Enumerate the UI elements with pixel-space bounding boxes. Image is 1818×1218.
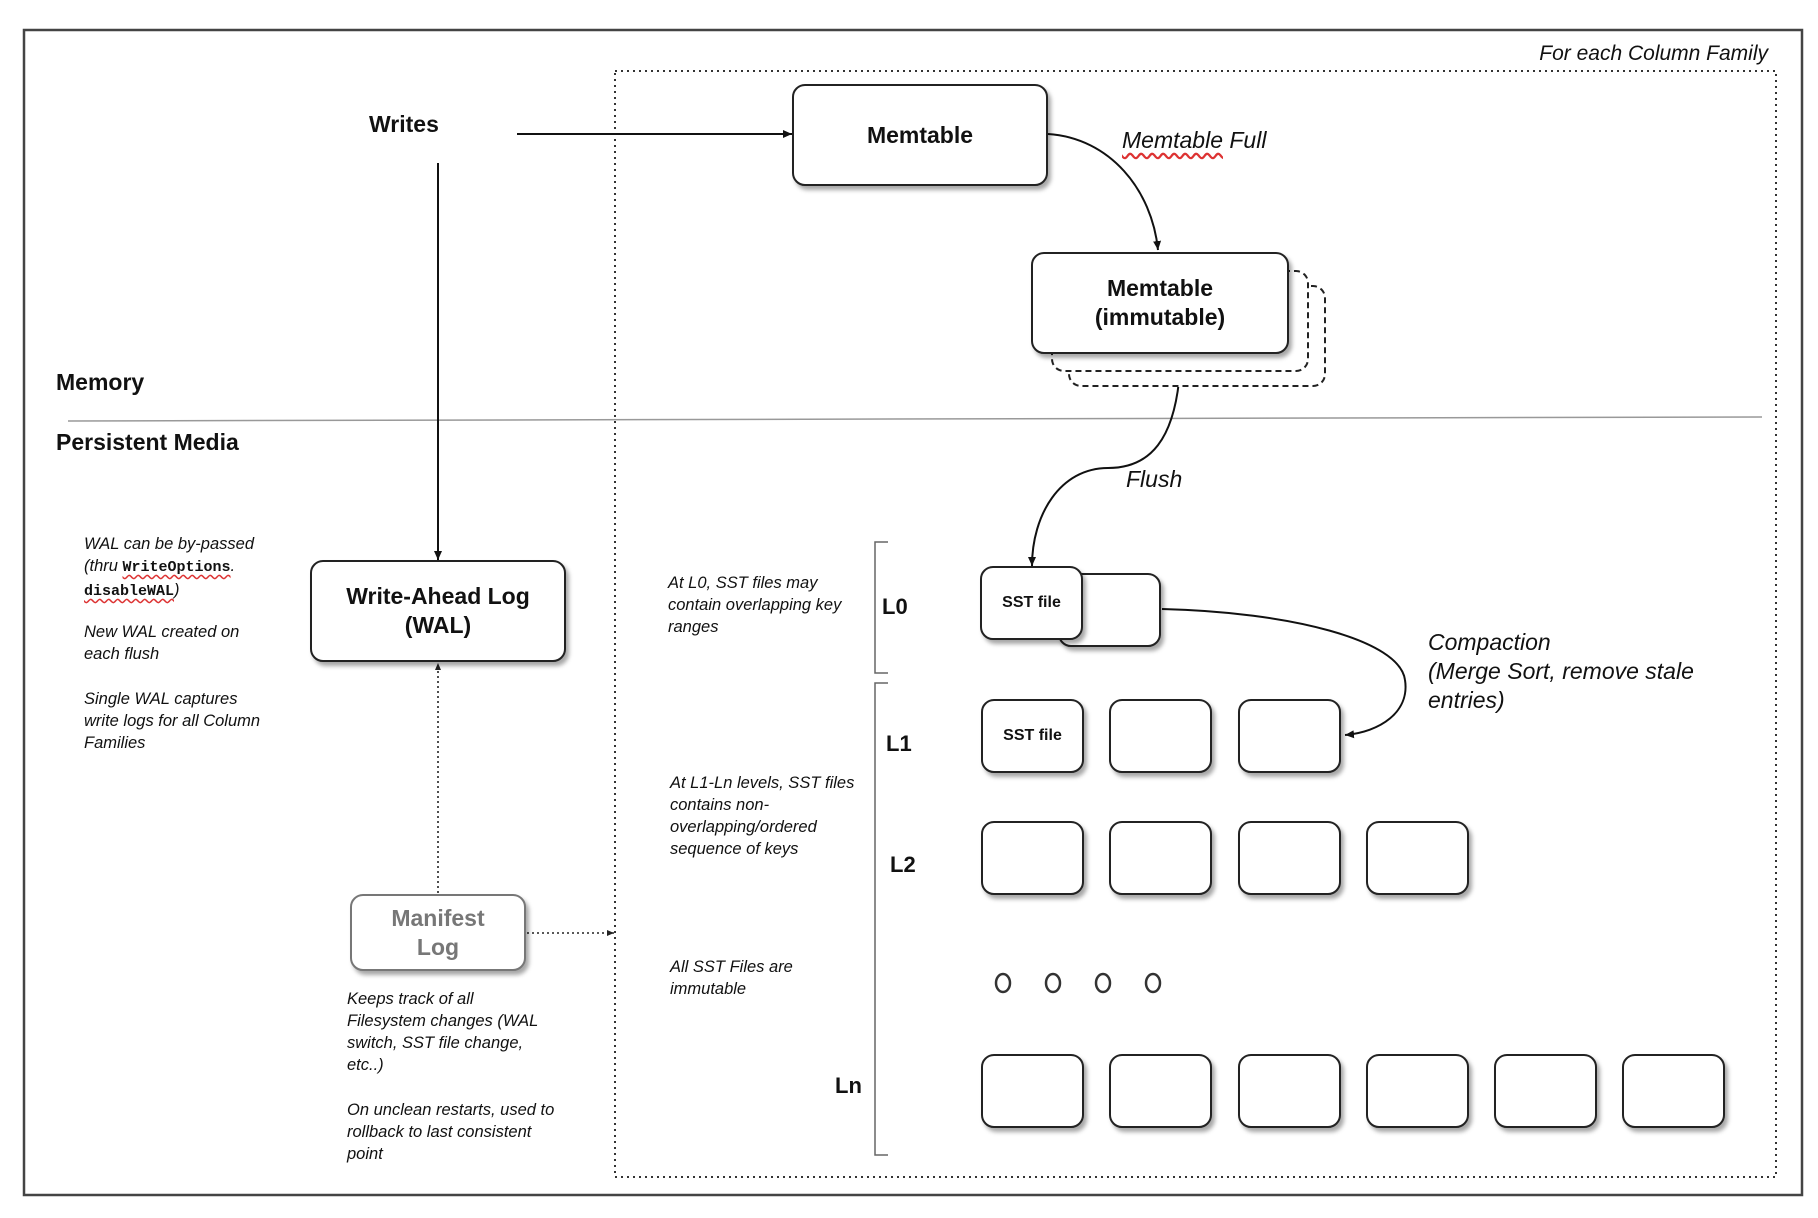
note-wal-single-line3: Families — [84, 734, 146, 752]
bracket-l0 — [874, 541, 888, 674]
note-manifest-restart-line3: point — [347, 1145, 383, 1163]
wal-box: Write-Ahead Log (WAL) — [310, 560, 566, 662]
memtable-box: Memtable — [792, 84, 1048, 186]
sst-file-ln — [1494, 1054, 1597, 1128]
outer-frame — [22, 28, 1804, 1197]
sst-file-l1: SST file — [981, 699, 1084, 773]
persistent-media-label: Persistent Media — [56, 429, 239, 455]
note-l0-line1: At L0, SST files may — [668, 574, 818, 592]
memtable-immutable-line2: (immutable) — [1094, 304, 1226, 330]
level-l0-label: L0 — [882, 594, 908, 619]
arrow-memtable-full — [1047, 133, 1162, 251]
note-l1-ln-line2: contains non- — [670, 796, 770, 814]
sst-file-l2 — [1109, 821, 1212, 895]
sst-file-ln — [1238, 1054, 1341, 1128]
note-wal-bypass-line2: (thru WriteOptions. — [84, 557, 236, 576]
arrow-compaction — [1161, 608, 1407, 739]
note-wal-new: New WAL created on each flush — [84, 621, 304, 665]
bracket-l1-ln — [874, 682, 888, 1156]
sst-file-l0-label: SST file — [1002, 594, 1061, 611]
note-wal-bypass-line3: disableWAL) — [84, 581, 180, 600]
note-l0-line2: contain overlapping key — [668, 596, 842, 614]
arrow-flush — [1028, 369, 1181, 567]
ellipsis-dot — [1044, 972, 1062, 994]
writes-label: Writes — [369, 111, 439, 137]
frame-title: For each Column Family — [1539, 42, 1768, 65]
note-wal-bypass-line1: WAL can be by-passed — [84, 535, 254, 553]
note-wal-bypass: WAL can be by-passed (thru WriteOptions.… — [84, 533, 304, 603]
sst-file-ln — [1622, 1054, 1725, 1128]
memtable-full-label: Memtable Full — [1122, 126, 1266, 155]
sst-file-ln — [981, 1054, 1084, 1128]
compaction-line1: Compaction — [1428, 629, 1551, 655]
note-wal-new-line1: New WAL created on — [84, 623, 240, 641]
level-ln-label: Ln — [835, 1073, 862, 1098]
level-l2-label: L2 — [890, 852, 916, 877]
note-manifest-restart: On unclean restarts, used to rollback to… — [347, 1099, 607, 1165]
note-immutable-line2: immutable — [670, 980, 747, 998]
note-wal-single-line2: write logs for all Column — [84, 712, 261, 730]
memtable-full-suffix: Full — [1222, 127, 1267, 153]
manifest-log-box: Manifest Log — [350, 894, 526, 971]
memory-label: Memory — [56, 369, 145, 395]
note-l0-line3: ranges — [668, 618, 719, 636]
sst-file-l0: SST file — [980, 566, 1083, 640]
level-l1-label: L1 — [886, 731, 912, 756]
memory-divider — [67, 416, 1763, 422]
note-l1-ln-line4: sequence of keys — [670, 840, 799, 858]
note-l1-ln-line1: At L1-Ln levels, SST files — [670, 774, 855, 792]
wal-line2: (WAL) — [404, 612, 472, 638]
sst-file-l1 — [1238, 699, 1341, 773]
note-l1-ln: At L1-Ln levels, SST files contains non-… — [670, 772, 880, 860]
note-immutable-line1: All SST Files are — [670, 958, 793, 976]
note-manifest-track-line2: Filesystem changes (WAL — [347, 1012, 539, 1030]
memtable-label: Memtable — [866, 121, 974, 148]
sst-file-l1-label: SST file — [1003, 727, 1062, 744]
sst-file-ln — [1366, 1054, 1469, 1128]
code-disablewal: disableWAL — [84, 583, 175, 600]
flush-label: Flush — [1126, 466, 1183, 492]
note-l0: At L0, SST files may contain overlapping… — [668, 572, 878, 638]
sst-file-l2 — [1366, 821, 1469, 895]
memtable-immutable-box: Memtable (immutable) — [1031, 252, 1289, 354]
memtable-full-word: Memtable — [1122, 127, 1223, 153]
note-manifest-track-line3: switch, SST file change, — [347, 1034, 524, 1052]
note-manifest-track-line4: etc..) — [347, 1056, 384, 1074]
note-wal-single: Single WAL captures write logs for all C… — [84, 688, 304, 754]
sst-file-l2 — [981, 821, 1084, 895]
note-wal-single-line1: Single WAL captures — [84, 690, 238, 708]
note-manifest-track-line1: Keeps track of all — [347, 990, 474, 1008]
note-l1-ln-line3: overlapping/ordered — [670, 818, 817, 836]
note-manifest-restart-line1: On unclean restarts, used to — [347, 1101, 555, 1119]
code-writeoptions: WriteOptions — [122, 559, 231, 576]
note-manifest-track: Keeps track of all Filesystem changes (W… — [347, 988, 607, 1076]
manifest-line1: Manifest — [391, 904, 485, 931]
compaction-label: Compaction (Merge Sort, remove stale ent… — [1428, 628, 1694, 715]
sst-file-l2 — [1238, 821, 1341, 895]
manifest-line2: Log — [416, 933, 460, 960]
note-manifest-restart-line2: rollback to last consistent — [347, 1123, 532, 1141]
ellipsis-dot — [1144, 972, 1162, 994]
compaction-line2: (Merge Sort, remove stale — [1428, 658, 1694, 684]
sst-file-l1 — [1109, 699, 1212, 773]
compaction-line3: entries) — [1428, 687, 1505, 713]
note-immutable: All SST Files are immutable — [670, 956, 880, 1000]
memtable-immutable-line1: Memtable — [1106, 275, 1214, 301]
note-wal-new-line2: each flush — [84, 645, 160, 663]
ellipsis-dot — [1094, 972, 1112, 994]
wal-line1: Write-Ahead Log — [346, 583, 530, 609]
ellipsis-dot — [994, 972, 1012, 994]
sst-file-ln — [1109, 1054, 1212, 1128]
